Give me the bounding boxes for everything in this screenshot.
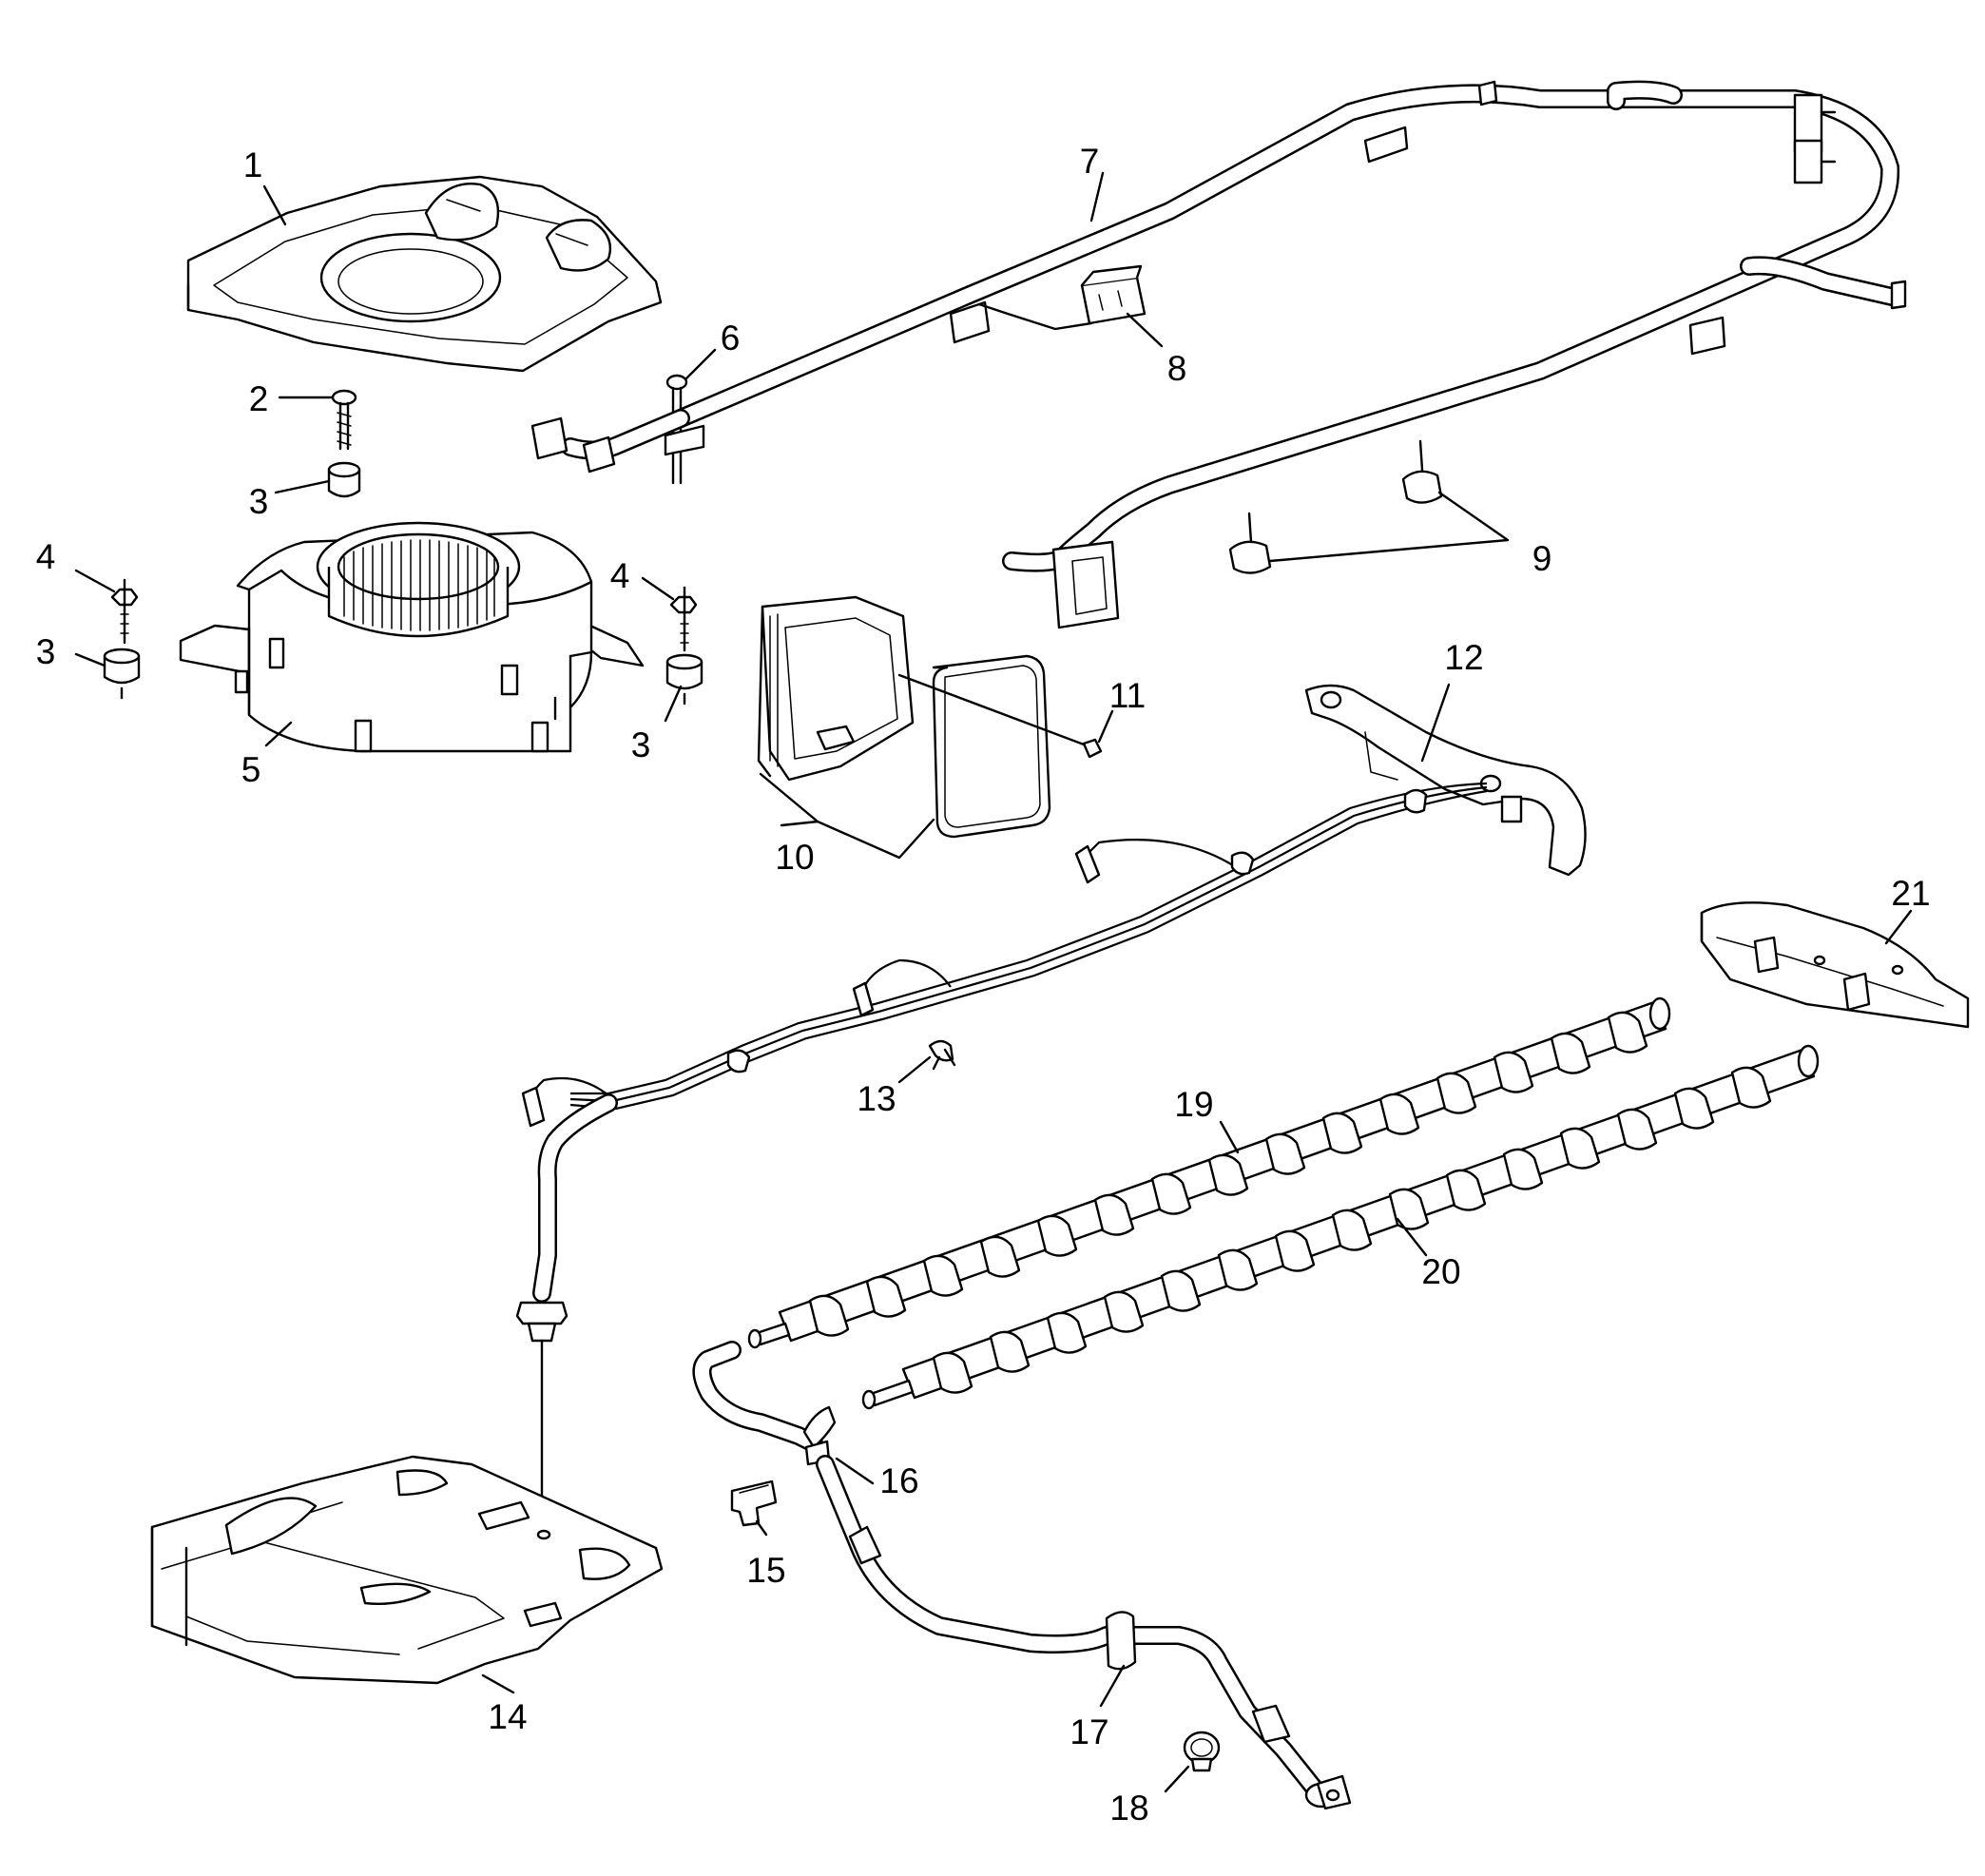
part-screw <box>331 389 357 451</box>
part-sensor-wire <box>515 782 1488 1533</box>
part-sensor-bracket <box>1304 684 1587 877</box>
part-air-inlet-duct <box>757 595 915 782</box>
blower-wheel-vanes <box>343 539 495 631</box>
callout-20: 20 <box>1421 1252 1460 1291</box>
callout-9: 9 <box>1532 539 1552 578</box>
callout-8: 8 <box>1167 349 1187 388</box>
part-hose-clamp <box>1183 1731 1221 1772</box>
part-upper-housing-cover <box>186 175 663 373</box>
callout-13: 13 <box>857 1079 896 1118</box>
part-blower-motor <box>179 521 645 753</box>
callout-5: 5 <box>241 750 261 789</box>
part-nut-right <box>669 586 698 652</box>
callout-2: 2 <box>249 379 269 418</box>
callout-7: 7 <box>1080 142 1100 181</box>
part-grommet-left <box>103 648 141 700</box>
callout-3-left: 3 <box>36 632 56 671</box>
callout-11: 11 <box>1109 676 1146 715</box>
callout-4-right: 4 <box>610 556 630 595</box>
part-wiring-harness <box>530 80 1907 629</box>
part-wire-clip <box>928 1039 956 1071</box>
callout-1: 1 <box>243 145 263 184</box>
callout-10: 10 <box>775 838 814 877</box>
callout-4-left: 4 <box>36 537 56 576</box>
part-clip <box>730 1480 778 1527</box>
callout-6: 6 <box>721 319 741 358</box>
part-harness-clip-b <box>1401 439 1443 504</box>
callout-16: 16 <box>879 1461 918 1500</box>
callout-18: 18 <box>1109 1789 1148 1828</box>
callout-17: 17 <box>1070 1712 1108 1751</box>
part-grommet-right <box>665 653 703 706</box>
part-nut-left <box>110 578 139 645</box>
part-sensor-tube <box>692 1341 837 1466</box>
part-aspirator-hose <box>816 1455 1352 1810</box>
callout-3-top: 3 <box>249 482 269 521</box>
leader-lines <box>74 171 1913 1793</box>
callout-12: 12 <box>1444 638 1483 677</box>
callout-15: 15 <box>746 1551 785 1590</box>
part-retainer-clip <box>664 374 705 485</box>
part-grommet-top <box>327 461 361 498</box>
callout-labels: 1 2 3 3 3 4 4 5 6 7 8 9 10 11 12 13 14 1… <box>36 142 1931 1828</box>
part-lower-housing <box>150 1455 664 1685</box>
part-relay <box>1080 264 1147 325</box>
part-duct-seal <box>932 654 1051 839</box>
cam-lobes-intake <box>808 1011 1648 1337</box>
part-camshaft-exhaust <box>861 1044 1820 1410</box>
cam-lobes-exhaust <box>932 1066 1772 1394</box>
callout-3-right: 3 <box>631 725 651 764</box>
callout-21: 21 <box>1891 874 1930 913</box>
part-mounting-bracket <box>1700 901 1970 1029</box>
part-duct-screw <box>897 673 1103 759</box>
part-harness-clip-a <box>1228 512 1272 574</box>
part-camshaft-intake <box>747 996 1671 1349</box>
callout-19: 19 <box>1174 1085 1213 1124</box>
callout-14: 14 <box>488 1697 527 1736</box>
